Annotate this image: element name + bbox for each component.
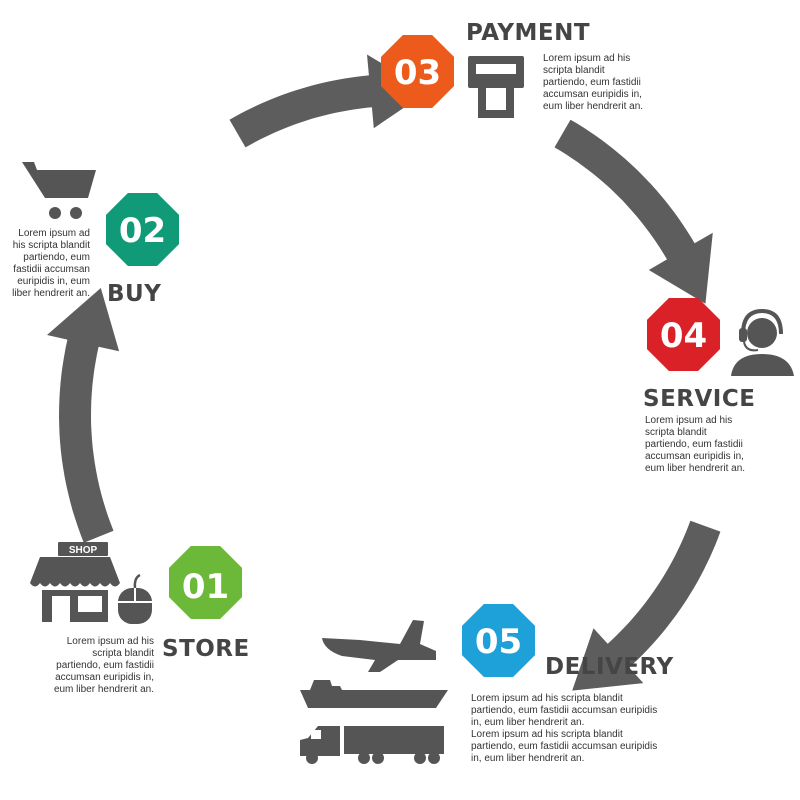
description-line: euripidis in, eum (17, 276, 90, 287)
arrow-01-to-02 (47, 288, 120, 543)
badge-05-number: 05 (475, 622, 522, 662)
description-line: scripta blandit (92, 648, 154, 659)
description-line: partiendo, eum fastidii accumsan euripid… (471, 741, 658, 752)
shopping-cart-icon (22, 162, 96, 219)
description-line: eum liber hendrerit an. (53, 684, 154, 695)
description-line: Lorem ipsum ad his scripta blandit (471, 693, 623, 704)
description-line: partiendo, eum fastidii (645, 439, 743, 450)
badge-03-number: 03 (394, 53, 441, 93)
step-04-title: SERVICE (643, 386, 756, 412)
badge-02-octagon (106, 193, 179, 266)
airplane-ship-truck-icon (300, 620, 448, 764)
badge-01-number: 01 (182, 567, 229, 607)
description-line: fastidii accumsan (13, 264, 90, 275)
description-line: Lorem ipsum ad (18, 228, 90, 239)
step-02-title: BUY (107, 281, 162, 307)
badge-05-octagon (462, 604, 535, 677)
badge-02-number: 02 (119, 211, 166, 251)
badge-02: 02 (106, 193, 179, 266)
arrow-03-to-04 (554, 119, 713, 304)
description-line: accumsan euripidis in, (645, 451, 744, 462)
shop-sign-label: SHOP (69, 545, 98, 556)
badge-01-octagon (169, 546, 242, 619)
badge-01: 01 (169, 546, 242, 619)
badge-05: 05 (462, 604, 535, 677)
description-line: liber hendrerit an. (12, 288, 90, 299)
step-01-title: STORE (162, 636, 250, 662)
description-line: partiendo, eum fastidii (543, 77, 641, 88)
badge-04-number: 04 (660, 316, 707, 356)
description-line: Lorem ipsum ad his (543, 53, 631, 64)
description-line: eum liber hendrerit an. (543, 101, 644, 112)
badge-03-octagon (381, 35, 454, 108)
description-line: Lorem ipsum ad his (66, 636, 154, 647)
description-line: Lorem ipsum ad his (645, 415, 733, 426)
description-line: Lorem ipsum ad his scripta blandit (471, 729, 623, 740)
description-line: eum liber hendrerit an. (645, 463, 746, 474)
description-line: partiendo, eum (23, 252, 90, 263)
description-line: scripta blandit (543, 65, 605, 76)
badge-04: 04 (647, 298, 720, 371)
badge-04-octagon (647, 298, 720, 371)
headset-operator-icon (731, 308, 794, 376)
description-line: accumsan euripidis in, (543, 89, 642, 100)
description-line: scripta blandit (645, 427, 707, 438)
description-line: in, eum liber hendrerit an. (471, 753, 585, 764)
shop-and-mouse-icon (30, 542, 152, 624)
description-line: his scripta blandit (12, 240, 90, 251)
step-05-title: DELIVERY (545, 654, 674, 680)
description-line: partiendo, eum fastidii accumsan euripid… (471, 705, 658, 716)
step-03-title: PAYMENT (466, 20, 591, 46)
description-line: in, eum liber hendrerit an. (471, 717, 585, 728)
description-line: partiendo, eum fastidii (56, 660, 154, 671)
arrow-04-to-05 (572, 520, 721, 691)
badge-03: 03 (381, 35, 454, 108)
card-reader-icon (468, 56, 524, 118)
description-line: accumsan euripidis in, (55, 672, 154, 683)
arrow-02-to-03 (229, 54, 429, 148)
